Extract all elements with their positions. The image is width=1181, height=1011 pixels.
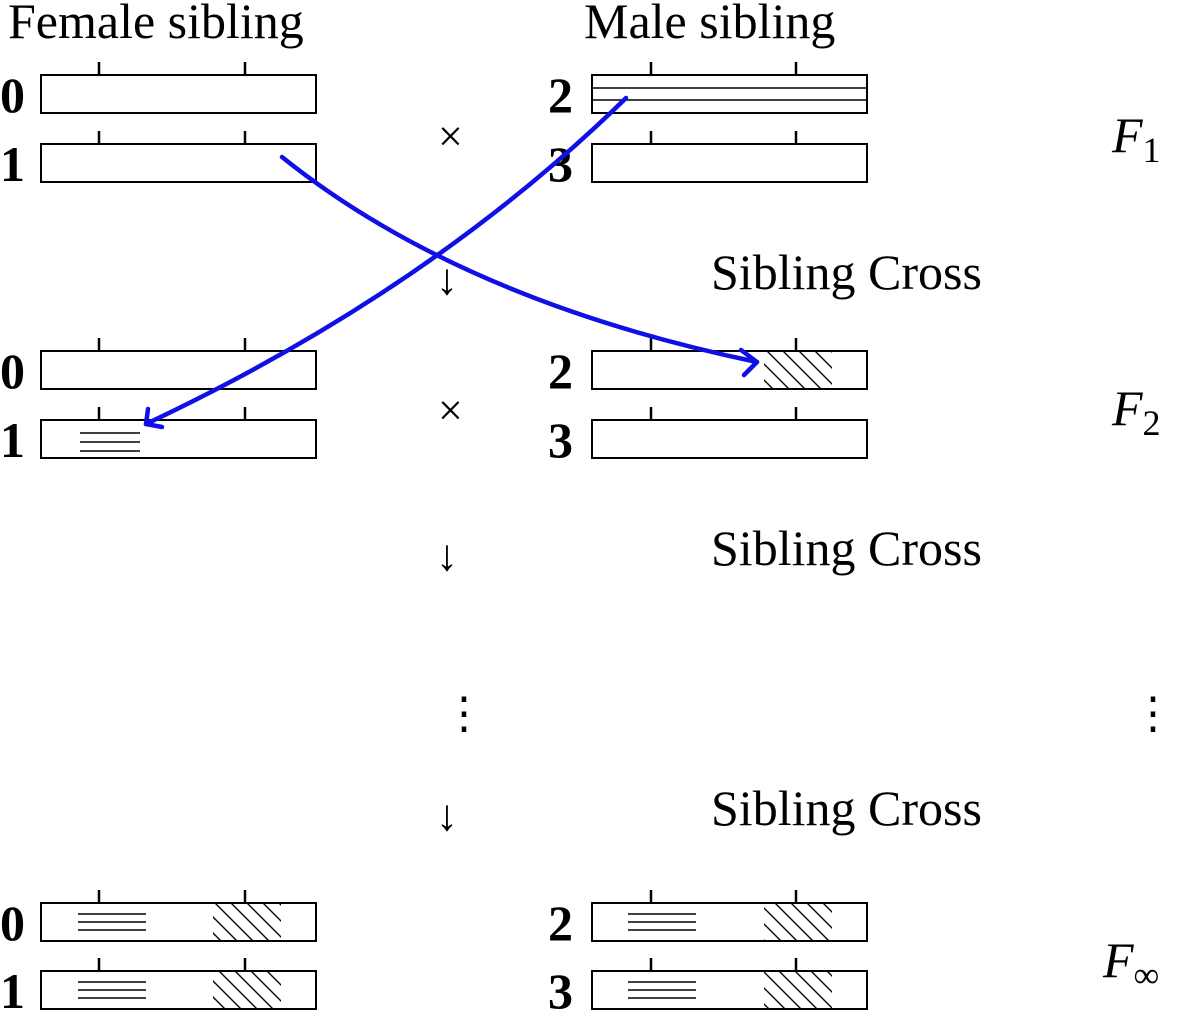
recombination-arrows xyxy=(143,95,760,430)
cross-symbol-f2: × xyxy=(438,386,463,435)
generation-label-finf: F∞ xyxy=(1102,932,1159,995)
f1-male-chromosome-2: 2 xyxy=(548,62,868,123)
sibling-cross-label-2: Sibling Cross xyxy=(711,520,982,576)
header-male-sibling: Male sibling xyxy=(584,0,835,49)
cross-symbol-f1: × xyxy=(438,112,463,161)
f2-female-chromosome-0: 0 xyxy=(0,338,317,399)
arrowhead-left xyxy=(143,406,165,430)
f1-male-chromosome-3: 3 xyxy=(548,131,868,192)
f1-female-chromosome-1: 1 xyxy=(0,131,317,192)
chrom-label-1: 1 xyxy=(0,963,25,1011)
arrowhead-right xyxy=(738,347,760,378)
finf-male-chromosome-2: 2 xyxy=(548,890,868,951)
chrom-label-0: 0 xyxy=(0,343,25,399)
down-arrow-2: ↓ xyxy=(436,531,458,580)
chrom-label-1: 1 xyxy=(0,136,25,192)
f2-male-chromosome-3: 3 xyxy=(548,407,868,468)
chrom-label-2: 2 xyxy=(548,67,573,123)
finf-male-chromosome-3: 3 xyxy=(548,958,868,1011)
f2-female-chromosome-1: 1 xyxy=(0,407,317,468)
header-female-sibling: Female sibling xyxy=(8,0,304,49)
chrom-label-1: 1 xyxy=(0,412,25,468)
vertical-dots-center: ⋮ xyxy=(442,689,486,738)
f2-male-chromosome-2: 2 xyxy=(548,338,868,399)
chrom-label-2: 2 xyxy=(548,895,573,951)
generation-label-f2: F2 xyxy=(1111,380,1161,443)
down-arrow-3: ↓ xyxy=(436,791,458,840)
generation-label-f1: F1 xyxy=(1111,107,1161,170)
arrow-female1-to-male2 xyxy=(279,154,760,365)
vertical-dots-right: ⋮ xyxy=(1131,689,1175,738)
chrom-label-3: 3 xyxy=(548,412,573,468)
chrom-label-3: 3 xyxy=(548,963,573,1011)
finf-female-chromosome-0: 0 xyxy=(0,890,317,951)
f1-female-chromosome-0: 0 xyxy=(0,62,317,123)
chrom-label-0: 0 xyxy=(0,895,25,951)
sibling-cross-label-1: Sibling Cross xyxy=(711,244,982,300)
down-arrow-1: ↓ xyxy=(436,255,458,304)
finf-female-chromosome-1: 1 xyxy=(0,958,317,1011)
arrow-male2-to-female1 xyxy=(143,95,629,427)
chrom-label-2: 2 xyxy=(548,343,573,399)
sibling-cross-label-3: Sibling Cross xyxy=(711,780,982,836)
chrom-label-0: 0 xyxy=(0,67,25,123)
